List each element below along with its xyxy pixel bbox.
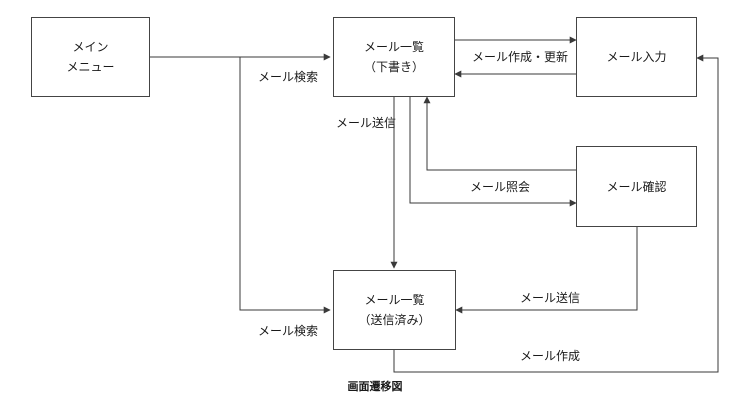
node-main-menu-line2: メニュー — [66, 60, 115, 74]
edge-confirm-to-draft — [423, 96, 576, 171]
node-mail-list-draft-line1: メール一覧 — [363, 40, 424, 54]
edge-label-view: メール照会 — [470, 180, 531, 194]
node-mail-input: メール入力 — [576, 17, 697, 97]
node-mail-confirm: メール確認 — [576, 146, 697, 227]
edge-main-to-sent — [239, 57, 331, 314]
edge-label-send-from-confirm: メール送信 — [520, 291, 581, 305]
node-mail-list-sent-line2: （送信済み） — [358, 313, 431, 327]
edge-sent-to-input — [393, 54, 719, 373]
node-mail-confirm-line1: メール確認 — [606, 179, 667, 194]
node-main-menu-line1: メイン — [72, 40, 109, 54]
node-main-menu: メイン メニュー — [31, 17, 150, 97]
node-mail-list-draft: メール一覧 （下書き） — [333, 17, 455, 97]
edge-label-search-top: メール検索 — [258, 70, 319, 84]
edge-label-create-update: メール作成・更新 — [472, 50, 569, 64]
edge-confirm-to-sent — [455, 227, 638, 314]
diagram-caption: 画面遷移図 — [347, 380, 403, 393]
edge-label-create: メール作成 — [520, 349, 581, 363]
node-mail-input-line1: メール入力 — [606, 50, 667, 64]
edge-draft-to-confirm — [409, 97, 577, 207]
node-mail-list-sent: メール一覧 （送信済み） — [333, 270, 456, 350]
edge-label-send-from-draft: メール送信 — [336, 116, 397, 130]
node-mail-list-sent-line1: メール一覧 — [364, 293, 425, 307]
node-mail-list-draft-line2: （下書き） — [363, 60, 424, 74]
edge-label-search-bottom: メール検索 — [258, 324, 319, 338]
